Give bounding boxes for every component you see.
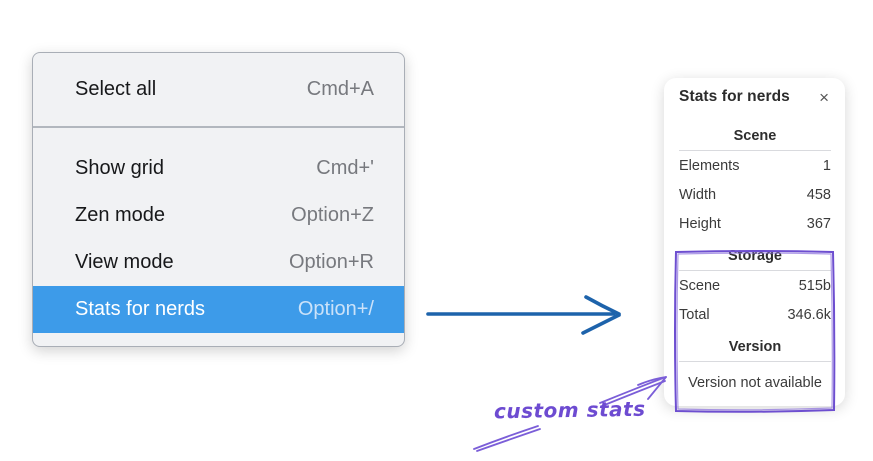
stats-section-scene: Scene Elements 1 Width 458 Height 367 (679, 128, 831, 238)
blue-arrow[interactable] (426, 295, 621, 335)
stat-value: 1 (822, 157, 831, 174)
menu-item-label: View mode (75, 251, 174, 273)
close-icon[interactable]: × (819, 87, 829, 107)
stat-value: 515b (798, 277, 831, 294)
stat-row-width: Width 458 (679, 180, 831, 209)
section-title: Version (679, 339, 831, 362)
menu-item-shortcut: Option+R (288, 251, 374, 273)
stat-value: 346.6k (787, 306, 831, 323)
stat-row-total-storage: Total 346.6k (679, 300, 831, 329)
custom-stats-annotation[interactable]: custom stats (493, 396, 646, 424)
stat-label: Total (679, 306, 710, 323)
stat-row-scene-storage: Scene 515b (679, 271, 831, 300)
purple-arrow[interactable] (473, 376, 667, 452)
menu-item-label: Select all (75, 78, 157, 100)
context-menu: Select all Cmd+A Show grid Cmd+' Zen mod… (32, 52, 405, 347)
version-note: Version not available (688, 375, 822, 391)
menu-item-stats-for-nerds[interactable]: Stats for nerds Option+/ (33, 286, 404, 333)
menu-item-view-mode[interactable]: View mode Option+R (33, 239, 404, 286)
stat-label: Height (679, 215, 721, 232)
stat-label: Elements (679, 157, 740, 174)
stats-panel: Stats for nerds × Scene Elements 1 Width… (664, 78, 845, 406)
stats-panel-header: Stats for nerds × (679, 88, 831, 106)
menu-item-shortcut: Cmd+' (316, 157, 374, 179)
menu-divider (33, 126, 404, 128)
stat-value: 367 (806, 215, 831, 232)
menu-item-label: Stats for nerds (75, 298, 206, 320)
menu-item-shortcut: Option+Z (291, 204, 374, 226)
stat-label: Width (679, 186, 717, 203)
menu-item-label: Show grid (75, 157, 164, 179)
menu-item-show-grid[interactable]: Show grid Cmd+' (33, 145, 404, 192)
stat-value: 458 (806, 186, 831, 203)
menu-item-select-all[interactable]: Select all Cmd+A (33, 66, 404, 113)
stat-row-height: Height 367 (679, 209, 831, 238)
menu-item-shortcut: Cmd+A (306, 78, 374, 100)
stat-label: Scene (679, 277, 721, 294)
menu-item-zen-mode[interactable]: Zen mode Option+Z (33, 192, 404, 239)
purple-rectangle[interactable] (674, 250, 836, 413)
stats-section-version: Version Version not available (679, 339, 831, 393)
menu-item-label: Zen mode (75, 204, 166, 226)
stat-row-elements: Elements 1 (679, 151, 831, 180)
section-title: Scene (679, 128, 831, 151)
stats-panel-title: Stats for nerds (679, 88, 790, 105)
menu-item-shortcut: Option+/ (297, 298, 374, 320)
